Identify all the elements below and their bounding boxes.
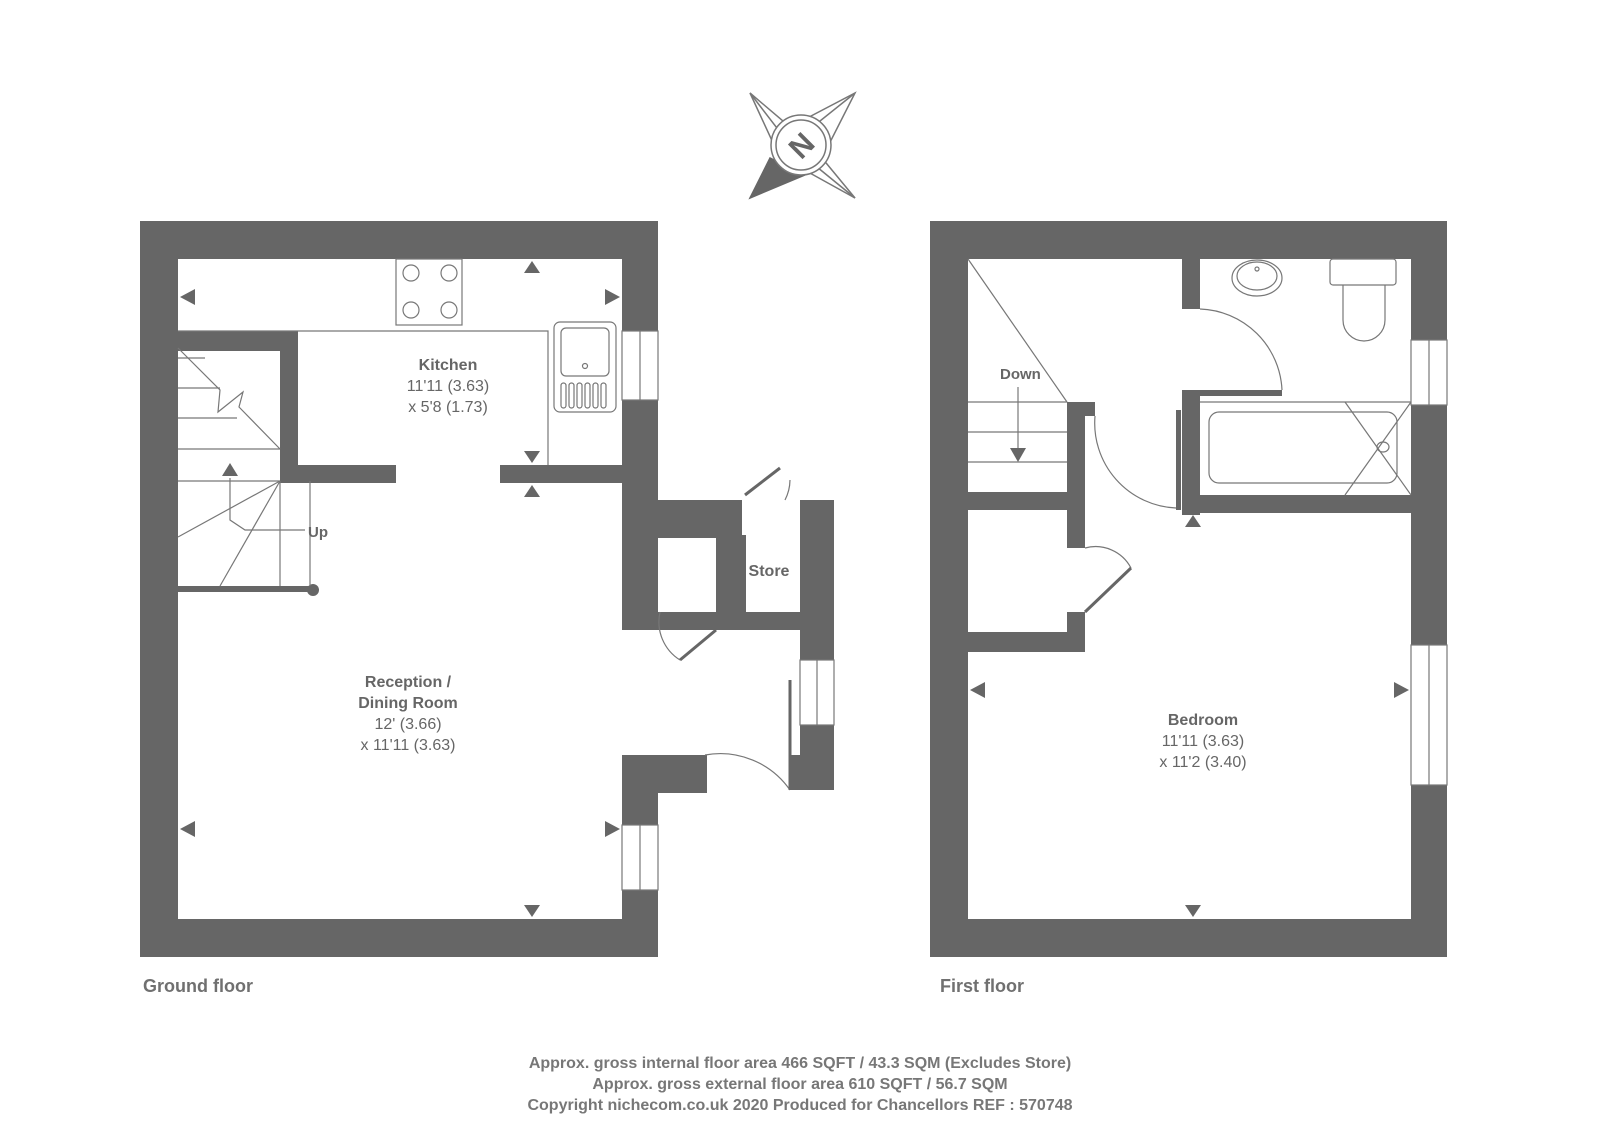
copyright-text: Copyright nichecom.co.uk 2020 Produced f…: [527, 1097, 1073, 1114]
room-name: Store: [748, 563, 790, 580]
north-compass-icon: N: [748, 91, 857, 200]
first-floor-label: First floor: [940, 976, 1024, 996]
room-label-reception: Reception / Dining Room 12' (3.66) x 11'…: [358, 672, 458, 756]
internal-area-text: Approx. gross internal floor area 466 SQ…: [528, 1055, 1072, 1072]
room-name: Bedroom: [1167, 712, 1239, 729]
room-dimension: x 11'2 (3.40): [1159, 754, 1247, 771]
room-name: Reception /: [364, 674, 452, 691]
room-dimension: x 11'11 (3.63): [360, 737, 456, 754]
room-dimension: 11'11 (3.63): [1161, 733, 1245, 750]
floor-area-footer: Approx. gross internal floor area 466 SQ…: [0, 1053, 1600, 1116]
external-area-text: Approx. gross external floor area 610 SQ…: [592, 1076, 1008, 1093]
stairs-up-label: Up: [308, 524, 328, 541]
room-dimension: 12' (3.66): [374, 716, 442, 733]
first-floor-plan: [930, 221, 1448, 957]
ground-floor-plan: [140, 221, 835, 957]
room-name: Kitchen: [418, 357, 478, 374]
room-label-store: Store: [749, 561, 790, 582]
ground-floor-label: Ground floor: [143, 976, 253, 996]
stairs-down-label: Down: [1000, 366, 1041, 383]
room-dimension: 11'11 (3.63): [406, 378, 490, 395]
room-dimension: x 5'8 (1.73): [408, 399, 488, 416]
room-name: Dining Room: [358, 695, 458, 712]
room-label-kitchen: Kitchen 11'11 (3.63) x 5'8 (1.73): [407, 355, 490, 418]
room-label-bedroom: Bedroom 11'11 (3.63) x 11'2 (3.40): [1159, 710, 1246, 773]
